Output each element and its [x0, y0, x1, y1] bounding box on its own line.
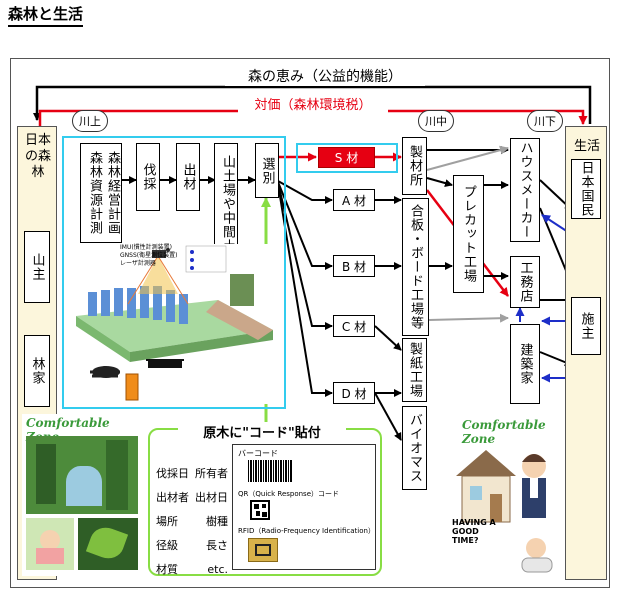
comfort-zone-right: Comfortable Zone HAVING A GOOD TIME? — [450, 418, 562, 576]
survey-label-imu: IMU(慣性計測装置) — [120, 244, 173, 251]
grade-s: S 材 — [318, 147, 375, 168]
field-shipping-date: 出材日 — [195, 491, 228, 504]
right-panel-title: 生活 — [573, 139, 600, 154]
forestry-frame — [62, 136, 286, 409]
grade-d: D 材 — [333, 382, 375, 404]
leaf-photo — [78, 518, 138, 570]
field-owner: 所有者 — [195, 467, 228, 480]
contractor-box: 工務店 — [510, 256, 540, 308]
right-panel: 生活 日本国民 施主 — [565, 126, 607, 580]
survey-labels: IMU(慣性計測装置) GNSS(衛星測位装置) レーザ計測器 — [120, 244, 206, 268]
survey-label-laser: レーザ計測器 — [120, 260, 156, 267]
sawmill-box: 製材所 — [402, 137, 427, 195]
comfort-zone-left: Comfortable Zone — [22, 414, 142, 576]
field-species: 樹種 — [206, 515, 228, 528]
shipping-box: 出材 — [176, 143, 200, 211]
qr-label: QR（Quick Response）コード — [238, 490, 340, 498]
forest-survey-illustration — [68, 244, 280, 404]
barcode-label: バーコード — [238, 449, 278, 458]
house-family-illustration — [456, 450, 553, 573]
stage-midstream: 川中 — [418, 110, 454, 132]
stage-downstream: 川下 — [527, 110, 563, 132]
architect-box: 建築家 — [510, 324, 540, 404]
grade-b: B 材 — [333, 255, 375, 277]
field-location: 場所 — [156, 515, 178, 528]
citizens-box: 日本国民 — [571, 159, 601, 219]
forest-photo — [26, 436, 138, 514]
biomass-box: バイオマス — [402, 406, 427, 490]
stage-upstream: 川上 — [72, 110, 108, 132]
field-shipper: 出材者 — [156, 491, 189, 504]
field-length: 長さ — [206, 539, 228, 552]
sorting-box: 選別 — [255, 143, 279, 198]
paper-mill-box: 製紙工場 — [402, 338, 427, 402]
comfort-zone-right-label: Comfortable Zone — [462, 418, 546, 446]
benefits-arrow — [33, 85, 592, 124]
child-illustration — [26, 518, 74, 570]
price-arrow — [38, 109, 588, 126]
logging-box: 伐採 — [136, 143, 160, 211]
diagram-frame — [10, 58, 610, 588]
page-title: 森林と生活 — [8, 4, 84, 27]
benefits-label: 森の恵み（公益的機能） — [225, 66, 425, 86]
qr-code-icon — [250, 500, 270, 520]
rfid-tag-icon — [248, 538, 278, 562]
field-diameter: 径級 — [156, 539, 178, 552]
planning-box: 森林経営計画森林資源計測 — [80, 143, 122, 243]
left-panel-title: 日本の森林 — [24, 133, 51, 180]
field-etc: etc. — [207, 563, 228, 576]
field-quality: 材質 — [156, 563, 178, 576]
housemaker-box: ハウスメーカー — [510, 138, 540, 242]
survey-label-gnss: GNSS(衛星測位装置) — [120, 252, 178, 259]
client-box: 施主 — [571, 297, 601, 355]
price-label: 対価（森林環境税） — [238, 94, 388, 113]
barcode-icon — [248, 460, 292, 482]
precut-plant-box: プレカット工場 — [453, 175, 484, 293]
board-plant-box: 合板・ボード工場等 — [402, 198, 429, 336]
grade-a: A 材 — [333, 189, 375, 211]
code-fields: 伐採日所有者 出材者出材日 場所 樹種 径級 長さ 材質 etc. — [156, 462, 228, 582]
field-logging-date: 伐採日 — [156, 467, 189, 480]
rfid-label: RFID（Radio-Frequency Identification） — [238, 527, 375, 535]
owner-a: 山主 — [24, 231, 50, 303]
grade-c: C 材 — [333, 315, 375, 337]
poster-text: HAVING A GOOD TIME? — [452, 518, 496, 545]
owner-b: 林家 — [24, 335, 50, 407]
code-panel-title: 原木に"コード"貼付 — [178, 422, 346, 441]
